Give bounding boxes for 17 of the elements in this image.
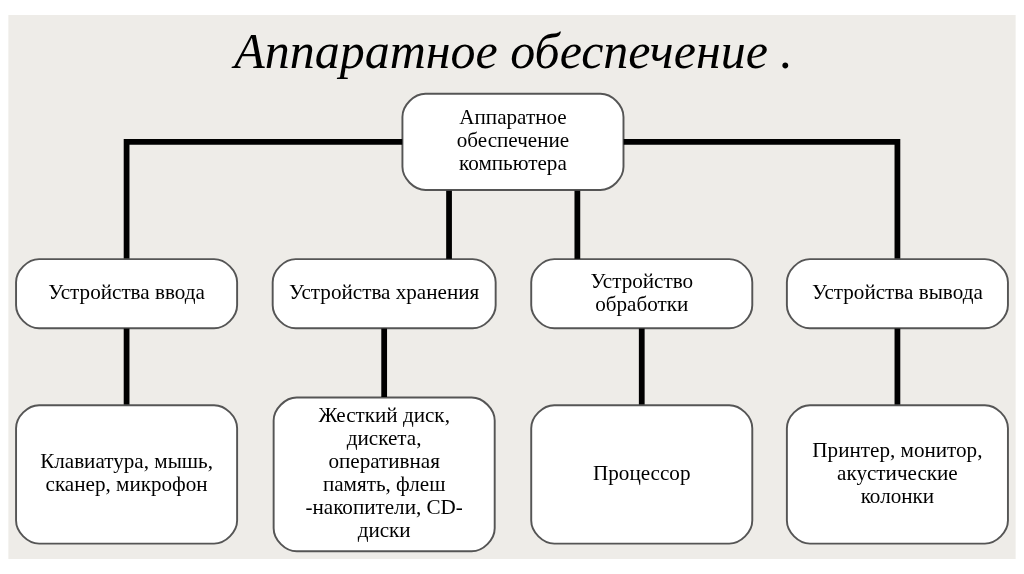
connector xyxy=(123,328,130,405)
connector xyxy=(574,190,581,259)
connector xyxy=(638,328,645,405)
connector xyxy=(894,328,901,405)
node-box: Аппаратное обеспечение компьютера xyxy=(401,92,625,191)
node-box: Устройство обработки xyxy=(530,258,754,330)
connector xyxy=(123,139,403,259)
node-box: Жесткий диск, дискета, оперативная память, флеш -накопители, CD-диски xyxy=(272,396,496,553)
node-box: Процессор xyxy=(530,404,754,545)
node-box: Устройства ввода xyxy=(15,258,239,330)
node-box: Принтер, монитор, акустические колонки xyxy=(785,404,1009,545)
connector xyxy=(623,139,901,259)
node-box: Клавиатура, мышь, сканер, микрофон xyxy=(15,404,239,545)
node-box: Устройства вывода xyxy=(785,258,1009,330)
connector xyxy=(381,328,388,398)
node-box: Устройства хранения xyxy=(271,258,497,330)
connector xyxy=(446,190,452,259)
